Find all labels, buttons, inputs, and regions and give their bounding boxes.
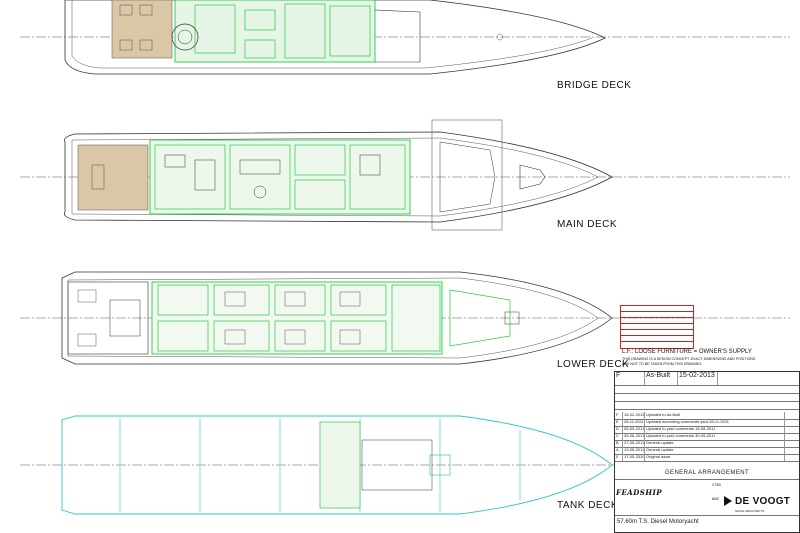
- feadship-logo: FEADSHIP: [616, 488, 663, 497]
- loose-furniture-note: L.F.: LOOSE FURNITURE = OWNER'S SUPPLY: [622, 349, 752, 355]
- rev-header-row: [621, 306, 693, 312]
- tank-deck-label: TANK DECK: [557, 500, 618, 511]
- rev-letter-cell: F: [615, 372, 645, 385]
- revision-letter: 0: [615, 454, 623, 461]
- de-voogt-subtitle: NAVAL ARCHITECTS: [735, 509, 765, 513]
- revision-date: 27-05-2011: [624, 440, 645, 447]
- lower-deck-plan: [20, 271, 790, 365]
- design-concept-note-2: ARE NOT TO BE TAKEN FROM THIS DRAWING.: [622, 362, 703, 366]
- rev-row: [621, 330, 693, 336]
- approval-row-2: [615, 393, 799, 402]
- revision-date: 15-02-2013: [624, 412, 645, 419]
- revision-date: 30-06-2011: [624, 433, 645, 440]
- revision-description: Original issue: [645, 454, 785, 461]
- de-voogt-logo: DE VOOGT: [735, 496, 791, 507]
- revision-description: Updated to yard comments 30-05-2011: [645, 433, 785, 440]
- sheet-number: 685: [712, 496, 719, 501]
- rev-row: [621, 318, 693, 324]
- rev-row: [621, 312, 693, 318]
- status-cell: As-Built: [645, 372, 678, 385]
- revision-description: Updated according comments yard 28-11-20…: [645, 419, 785, 426]
- main-deck-plan: [20, 119, 790, 231]
- drawing-title-row: GENERAL ARRANGEMENT: [615, 470, 799, 480]
- revision-letter: C: [615, 433, 623, 440]
- main-deck-label: MAIN DECK: [557, 219, 618, 230]
- revision-description: General update: [645, 447, 785, 454]
- revision-letter: A: [615, 447, 623, 454]
- revision-letter: E: [615, 419, 623, 426]
- revision-date: 13-05-2011: [624, 447, 645, 454]
- revision-letter: B: [615, 440, 623, 447]
- revision-description: Updated to As-Built: [645, 412, 785, 419]
- revision-date: 28-11-2011: [624, 419, 645, 426]
- rev-row: [621, 336, 693, 342]
- revision-header-row: [615, 401, 799, 410]
- bridge-deck-label: BRIDGE DECK: [557, 80, 632, 91]
- revision-description: Updated to yard comments 15-08-2011: [645, 426, 785, 433]
- revision-date: 17-05-2010: [624, 454, 645, 461]
- revision-letter: F: [616, 372, 621, 379]
- logo-row: 2780 685: [615, 479, 799, 516]
- drawing-status: As-Built: [646, 372, 671, 379]
- approval-row: [615, 385, 799, 394]
- revision-letter: D: [615, 426, 623, 433]
- status-row: F As-Built 15-02-2013: [615, 372, 799, 386]
- vessel-name: 57.60m T.S. Diesel Motoryacht: [617, 519, 699, 525]
- yard-number: 2780: [712, 482, 721, 487]
- revision-summary-table: [620, 305, 694, 349]
- drawing-title: GENERAL ARRANGEMENT: [664, 470, 750, 476]
- design-concept-note-1: THIS DRAWING IS A DESIGN CONCEPT. EXACT …: [622, 357, 756, 361]
- revision-description: General update: [645, 440, 785, 447]
- revision-date: 05-09-2011: [624, 426, 645, 433]
- issue-date: 15-02-2013: [679, 372, 715, 379]
- rev-row: [621, 324, 693, 330]
- bridge-deck-plan: [20, 0, 790, 75]
- date-cell: 15-02-2013: [678, 372, 718, 385]
- de-voogt-emblem-icon: [724, 496, 732, 506]
- revision-letter: F: [615, 412, 623, 419]
- lower-deck-label: LOWER DECK: [557, 359, 630, 370]
